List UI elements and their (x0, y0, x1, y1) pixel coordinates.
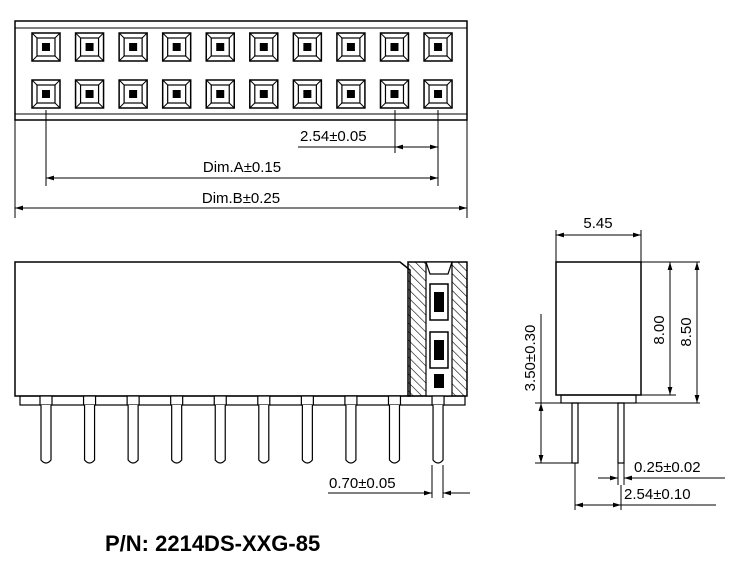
side-view: 5.45 8.00 8.50 3.50±0.30 0.25±0.02 2.54±… (522, 215, 725, 510)
socket (74, 79, 105, 109)
socket (292, 79, 323, 109)
pin (213, 395, 227, 464)
socket (423, 79, 453, 109)
top-view: 2.54±0.05 Dim.A±0.15 Dim.B±0.25 (14, 20, 468, 218)
pin-thickness-label: 0.25±0.02 (634, 459, 701, 476)
width-label: 5.45 (583, 215, 612, 232)
socket (249, 32, 279, 62)
contact-spring-lower-inner (434, 340, 444, 360)
socket (161, 79, 192, 109)
socket (161, 32, 192, 62)
pin (257, 395, 271, 464)
body-height-label: 8.00 (651, 315, 668, 344)
pin (170, 395, 184, 464)
socket (423, 32, 453, 62)
contact-spring-upper-inner (434, 292, 444, 312)
socket (205, 32, 235, 62)
pitch-label: 2.54±0.05 (300, 128, 367, 145)
side-pin-right (617, 402, 625, 464)
socket (74, 32, 105, 62)
front-view-body (14, 261, 411, 397)
cavity-entry (425, 261, 453, 275)
socket (31, 32, 61, 62)
dim-b-label: Dim.B±0.25 (202, 190, 280, 207)
overall-height-label: 8.50 (678, 317, 695, 346)
front-view: 0.70±0.05 (14, 261, 470, 498)
pin (387, 395, 402, 464)
socket (205, 79, 235, 109)
side-view-body (555, 261, 642, 396)
socket (118, 32, 148, 62)
pin (39, 395, 53, 464)
contact-spring-upper (429, 283, 449, 321)
socket (249, 79, 279, 109)
side-pin-left (571, 402, 579, 464)
pin (126, 395, 140, 464)
part-number: P/N: 2214DS-XXG-85 (105, 531, 320, 556)
side-view-standoff (560, 394, 637, 404)
pin (82, 395, 97, 464)
base-standoff (19, 395, 466, 406)
pin-width-label: 0.70±0.05 (329, 475, 396, 492)
row-pitch-label: 2.54±0.10 (624, 486, 691, 503)
socket (292, 32, 323, 62)
socket (118, 79, 148, 109)
socket (379, 32, 410, 62)
pin-row (39, 395, 445, 464)
socket (336, 32, 366, 62)
contact-spring-lower (429, 331, 449, 369)
top-view-body (14, 20, 468, 121)
socket-grid (31, 32, 453, 109)
pin (344, 395, 358, 464)
contact-tail-block (434, 374, 444, 388)
socket (336, 79, 366, 109)
pin (431, 395, 445, 464)
pin (300, 395, 314, 464)
socket (31, 79, 61, 109)
pin-length-label: 3.50±0.30 (522, 325, 539, 392)
dim-a-label: Dim.A±0.15 (203, 159, 281, 176)
socket (379, 79, 410, 109)
